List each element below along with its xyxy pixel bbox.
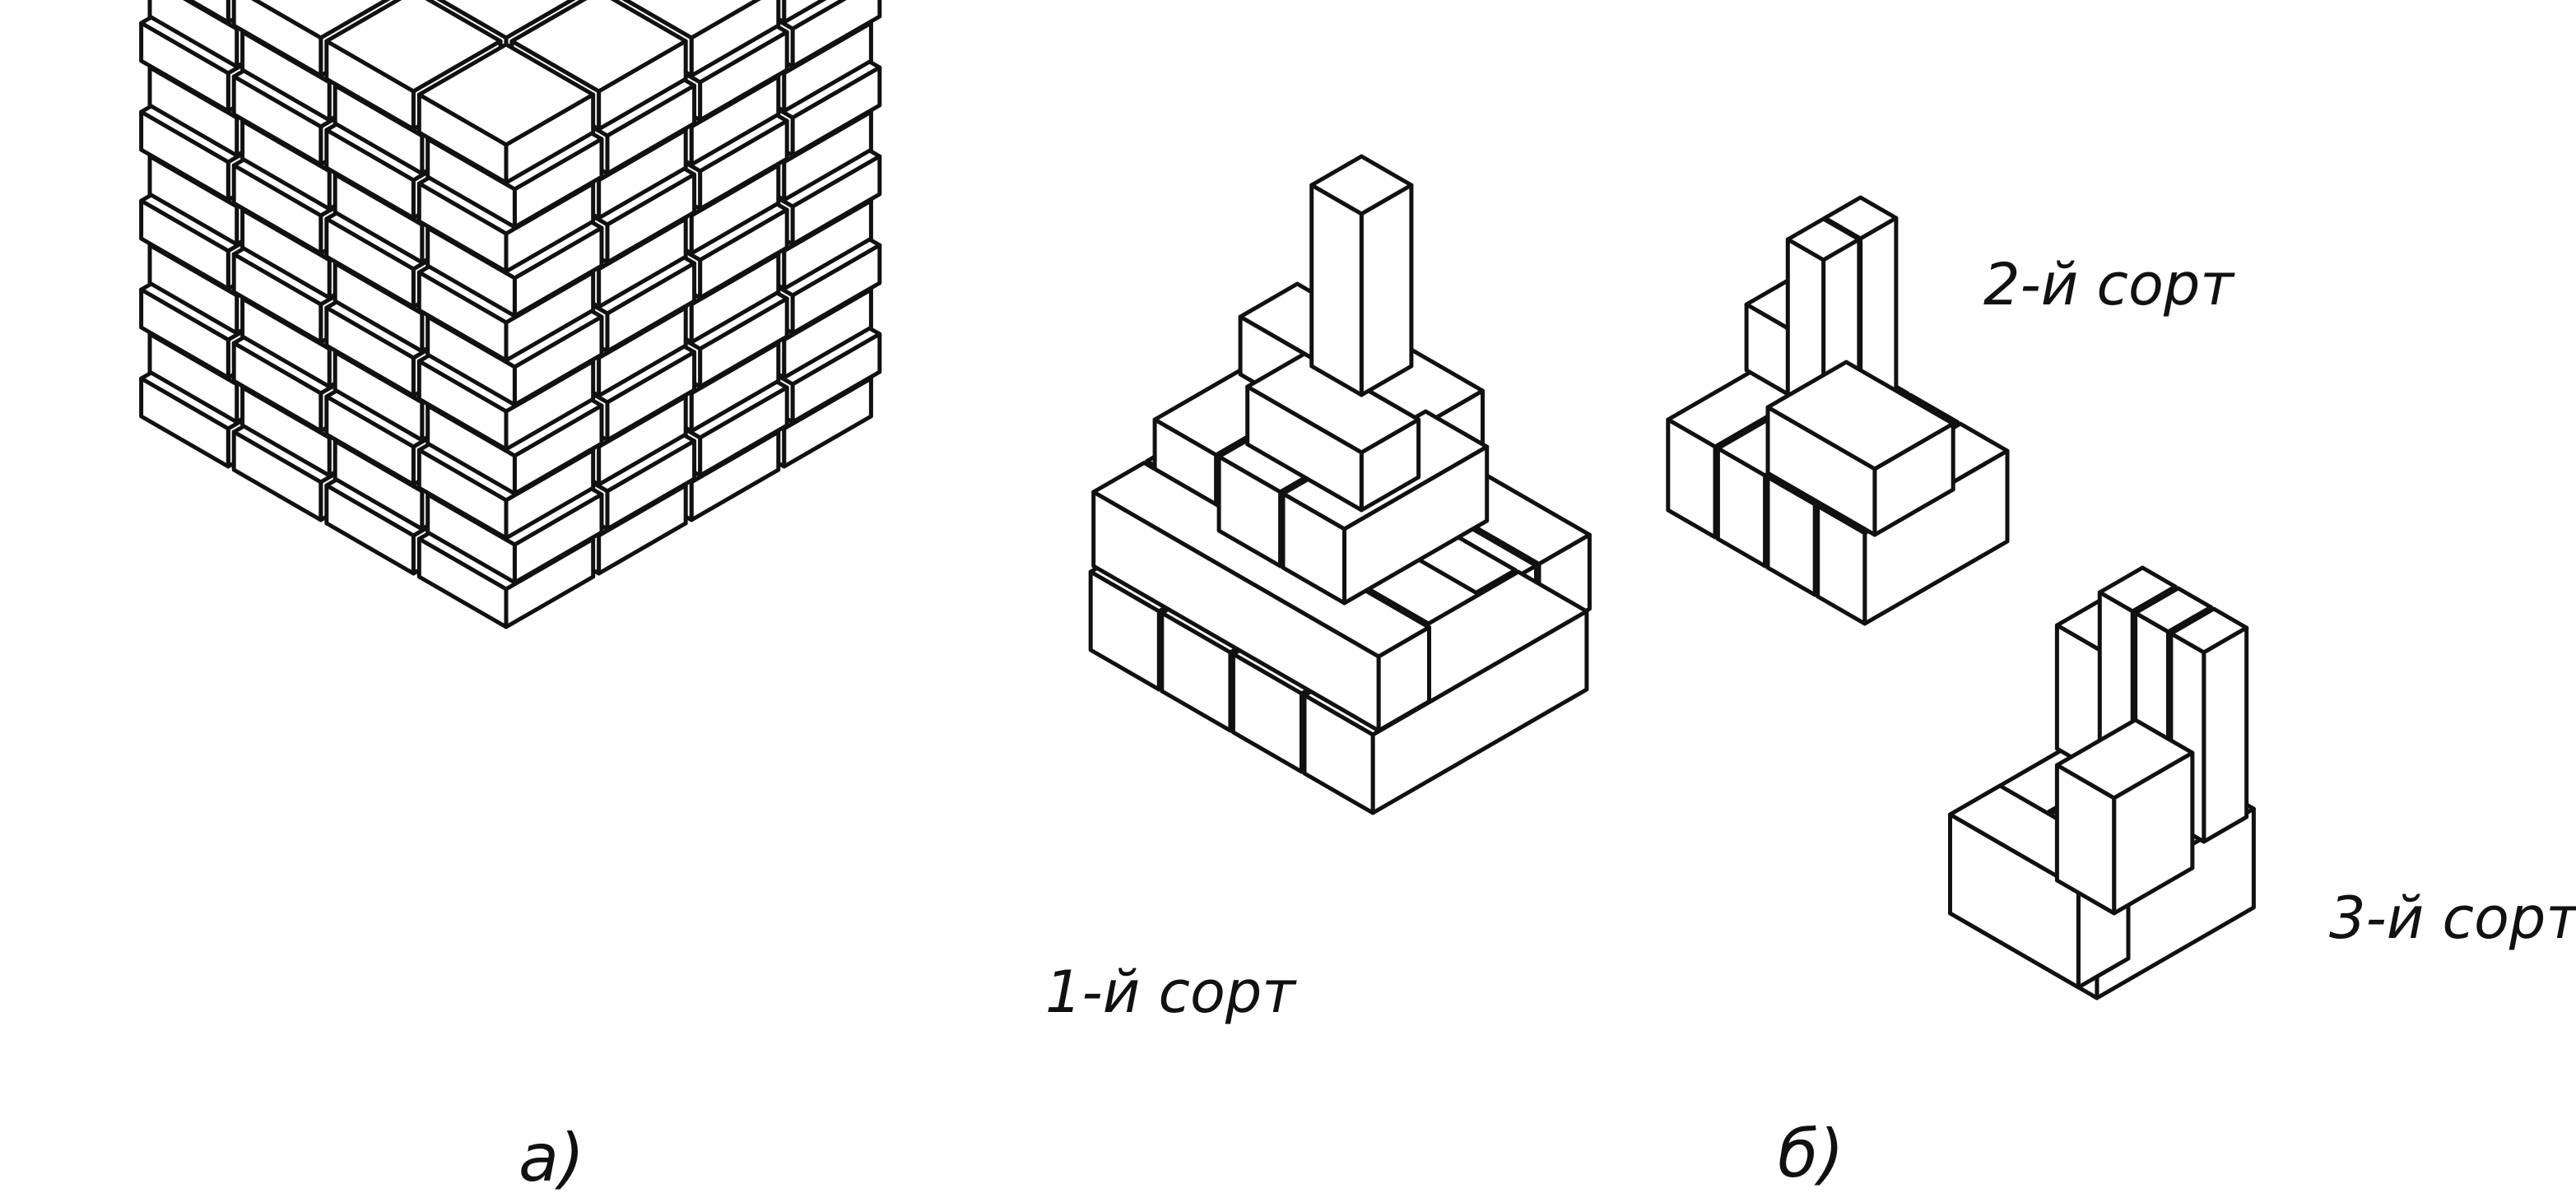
brick-front: [425, 403, 517, 496]
brick-front: [1715, 446, 1768, 569]
brick-front: [185, 0, 230, 25]
panel-label-b: б): [1778, 1116, 1844, 1192]
brick-front: [139, 198, 230, 291]
brick-front: [416, 181, 509, 274]
brick-side: [782, 0, 827, 25]
brick-front: [416, 359, 509, 452]
label-grade-2: 2-й сорт: [1983, 251, 2235, 318]
brick-front: [425, 314, 517, 407]
brick-stack-grade-2-illustration: [1666, 195, 2010, 626]
brick-front: [425, 137, 517, 230]
brick-front: [1765, 475, 1817, 597]
brick-front: [139, 376, 230, 469]
brick-front: [1816, 504, 1867, 626]
brick-front: [324, 39, 416, 132]
brick-front: [425, 225, 517, 318]
label-grade-1: 1-й сорт: [1045, 959, 1297, 1026]
brick-front: [1230, 652, 1304, 774]
brick-front: [416, 92, 509, 185]
brick-front: [139, 21, 230, 114]
brick-front: [231, 74, 323, 167]
brick-front: [324, 216, 416, 309]
panel-label-a: a): [518, 1120, 584, 1193]
brick-front: [416, 448, 509, 541]
brick-front: [1091, 490, 1381, 733]
label-grade-3: 3-й сорт: [2329, 884, 2576, 952]
brick-front: [416, 536, 509, 629]
brick-front: [1666, 417, 1718, 540]
brick-side: [2202, 625, 2249, 844]
brick-stack-grade-3-illustration: [1948, 565, 2256, 1000]
brick-front: [324, 305, 416, 398]
brick-front: [231, 341, 323, 434]
brick-front: [1088, 569, 1161, 692]
brick-front: [1302, 693, 1375, 815]
brick-front: [231, 429, 323, 522]
brick-side: [1359, 183, 1414, 397]
brick-front: [1765, 405, 1877, 537]
brick-front: [324, 394, 416, 487]
brick-front: [324, 483, 416, 576]
brick-front: [2054, 763, 2117, 916]
brick-front: [416, 270, 509, 363]
brick-front: [139, 287, 230, 380]
brick-front: [1216, 454, 1283, 569]
brick-front: [231, 0, 323, 78]
brick-stack-grade-1-illustration: [1088, 154, 1592, 815]
interlocking-brick-stack-illustration: [139, 0, 882, 629]
brick-front: [1281, 491, 1346, 606]
brick-front: [139, 109, 230, 202]
brick-front: [231, 252, 323, 345]
brick-front: [1160, 610, 1233, 733]
brick-front: [231, 163, 323, 256]
brick-front: [425, 492, 517, 585]
brick-front: [1309, 183, 1364, 397]
brick-front: [1245, 384, 1364, 513]
brick-front: [324, 128, 416, 220]
